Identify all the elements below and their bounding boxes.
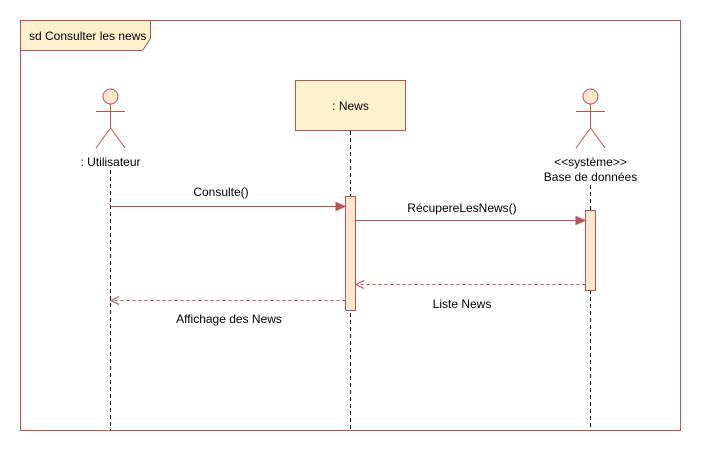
message-affichage-arrowhead: [109, 296, 120, 305]
actor-db-stereotype: <<système>>: [554, 155, 627, 169]
message-recupere-arrowhead: [575, 215, 587, 226]
frame-label-tab: [20, 20, 151, 51]
frame-label: sd Consulter les news: [29, 29, 146, 43]
object-news-box: [295, 80, 406, 131]
activation-db: [585, 210, 596, 291]
actor-user-label: : Utilisateur: [80, 155, 140, 169]
message-recupere-label: RécupereLesNews(): [407, 201, 516, 215]
message-liste-arrowhead: [354, 280, 365, 289]
diagram-frame: [20, 20, 681, 431]
actor-user-icon: [95, 88, 126, 149]
actor-db-icon: [575, 88, 606, 149]
message-consulte-arrowhead: [335, 201, 347, 212]
message-affichage-label: Affichage des News: [176, 312, 282, 326]
object-news-label: : News: [332, 99, 369, 113]
activation-news: [345, 196, 356, 311]
message-liste-label: Liste News: [433, 297, 492, 311]
actor-db-label: Base de données: [544, 170, 637, 184]
message-consulte-label: Consulte(): [193, 185, 248, 199]
